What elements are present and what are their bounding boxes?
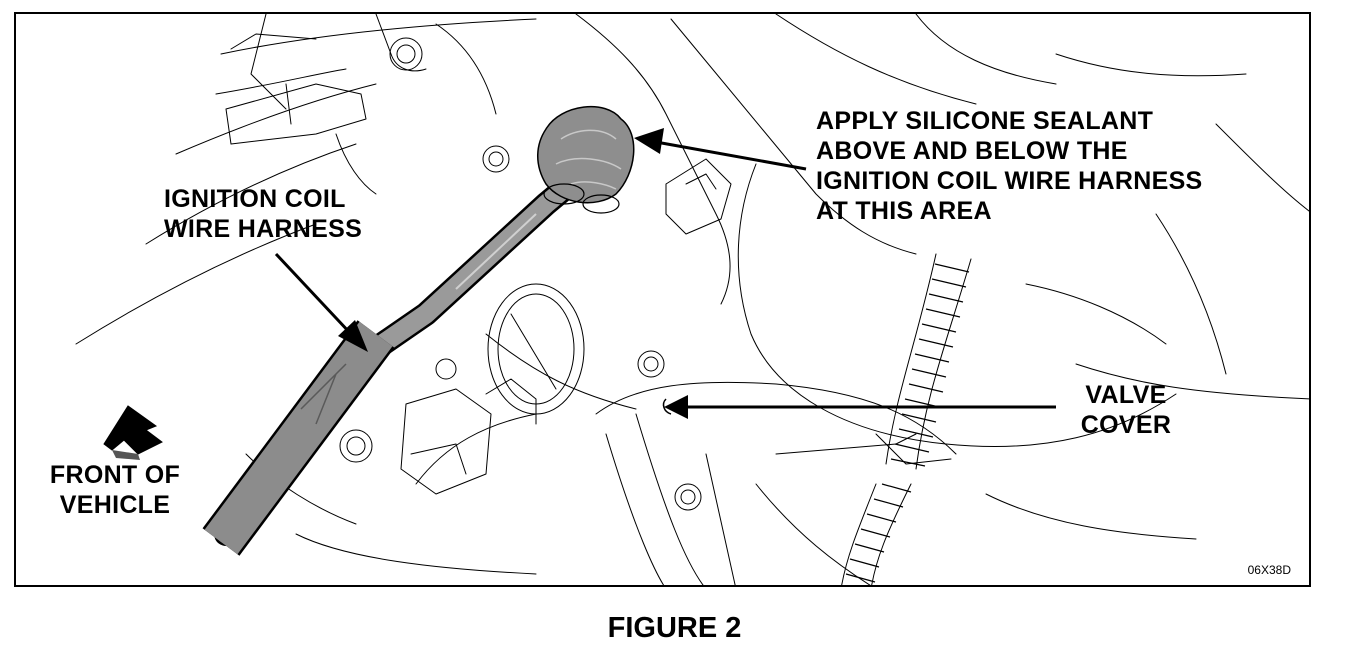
figure-frame: APPLY SILICONE SEALANT ABOVE AND BELOW T…: [14, 12, 1311, 587]
ignition-coil-harness-callout: IGNITION COIL WIRE HARNESS: [164, 185, 363, 243]
front-of-vehicle-callout: FRONT OF VEHICLE: [49, 461, 181, 519]
direction-arrow-icon: [103, 405, 163, 460]
figure-caption: FIGURE 2: [607, 612, 742, 644]
drawing-code: 06X38D: [1247, 563, 1291, 577]
silicone-sealant-callout: APPLY SILICONE SEALANT ABOVE AND BELOW T…: [816, 107, 1203, 225]
engine-illustration: [75, 14, 1309, 585]
valve-cover-callout: VALVE COVER: [1080, 381, 1172, 439]
